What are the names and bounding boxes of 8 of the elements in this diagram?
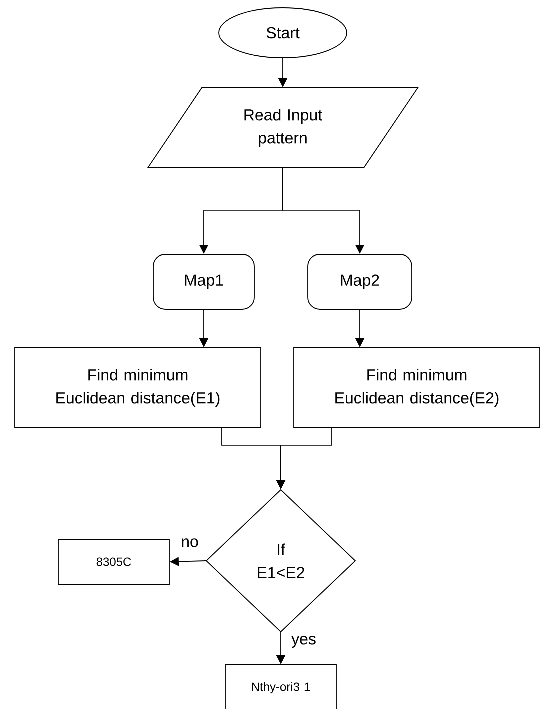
process-box: Find minimum Euclidean distance(E2) (294, 348, 540, 428)
process-box: Map2 (308, 254, 412, 310)
process-box: Find minimum Euclidean distance(E1) (14, 348, 262, 428)
edge-label: yes (290, 635, 318, 649)
process-box: Map1 (153, 254, 255, 310)
edge-label: no (180, 538, 200, 548)
output-box: 8305C (58, 539, 170, 585)
output-box: Nthy-ori3 1 (225, 664, 337, 709)
